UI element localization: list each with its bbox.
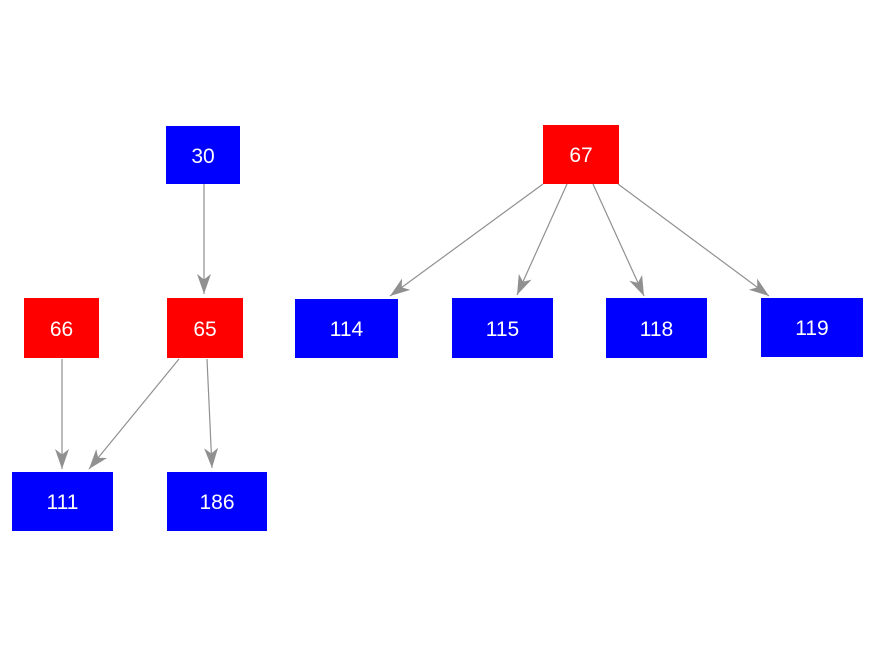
- graph-node-111: 111: [12, 472, 113, 531]
- graph-node-186: 186: [167, 472, 267, 531]
- node-label-67: 67: [569, 144, 593, 167]
- graph-node-66: 66: [24, 298, 99, 358]
- node-label-66: 66: [49, 317, 74, 341]
- graph-node-115: 115: [452, 298, 553, 358]
- graph-node-65: 65: [167, 298, 243, 358]
- graph-node-118: 118: [606, 298, 707, 358]
- node-label-119: 119: [795, 317, 829, 340]
- node-label-115: 115: [485, 317, 520, 341]
- node-label-65: 65: [193, 317, 217, 341]
- node-label-111: 111: [46, 491, 79, 514]
- node-label-114: 114: [329, 318, 364, 341]
- graph-node-119: 119: [761, 298, 863, 357]
- node-label-30: 30: [191, 144, 215, 168]
- node-label-118: 118: [639, 317, 674, 341]
- graph-node-67: 67: [543, 125, 619, 184]
- node-label-186: 186: [199, 491, 235, 514]
- graph-node-114: 114: [295, 299, 398, 358]
- graph-node-30: 30: [166, 126, 240, 184]
